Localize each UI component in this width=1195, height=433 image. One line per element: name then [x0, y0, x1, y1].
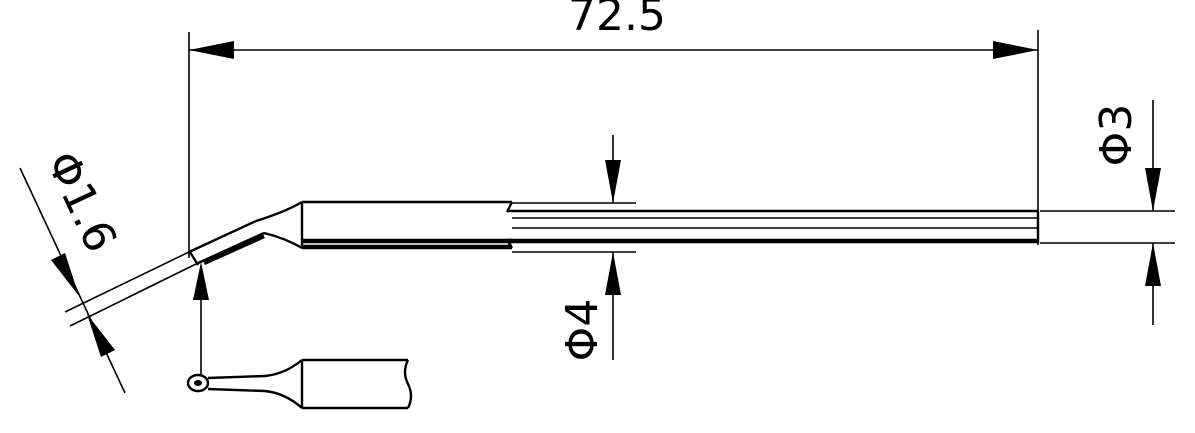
extension-line-lower-d16	[69, 263, 197, 327]
overall-length-dimension: 72.5	[188, 0, 1039, 258]
body-sleeve	[300, 200, 514, 250]
arrowhead-right	[993, 41, 1038, 59]
tip-bent-section	[188, 200, 303, 266]
shaft-diameter-label: Φ4	[557, 299, 608, 362]
taper-upper	[255, 200, 303, 223]
tip-lower-edge	[195, 231, 265, 266]
tip-diameter-label: Φ1.6	[36, 144, 126, 260]
shaft-diameter-dimension: Φ4	[512, 135, 636, 361]
arrowhead-bottom-d4	[605, 252, 621, 295]
extension-line-upper-d16	[64, 251, 190, 313]
detail-taper-lower	[264, 389, 303, 409]
arrowhead-top-d3	[1145, 168, 1161, 211]
arrowhead-bottom-d3	[1145, 243, 1161, 286]
taper-lower	[263, 231, 303, 250]
tip-shade	[203, 233, 265, 266]
end-diameter-dimension: Φ3	[1040, 100, 1175, 325]
arrowhead-top-d4	[605, 160, 621, 203]
detail-tip-hole	[194, 380, 202, 386]
detail-tip-lower	[207, 387, 266, 393]
tip-detail-view	[186, 262, 413, 410]
end-diameter-label: Φ3	[1091, 104, 1142, 167]
arrowhead-lower-d16	[87, 314, 115, 357]
length-label: 72.5	[568, 0, 666, 41]
detail-break-line	[403, 359, 413, 409]
detail-taper-upper	[264, 359, 303, 378]
detail-tip-upper	[207, 374, 266, 380]
tip-upper-edge	[188, 219, 257, 254]
shaft	[507, 209, 1040, 244]
tip-diameter-dimension: Φ1.6	[19, 144, 197, 394]
detail-tip-ring	[186, 373, 210, 393]
arrowhead-upper-d16	[51, 253, 79, 296]
tip-end-face	[188, 251, 200, 266]
arrowhead-left	[189, 41, 234, 59]
detail-leader-arrowhead	[193, 262, 209, 300]
